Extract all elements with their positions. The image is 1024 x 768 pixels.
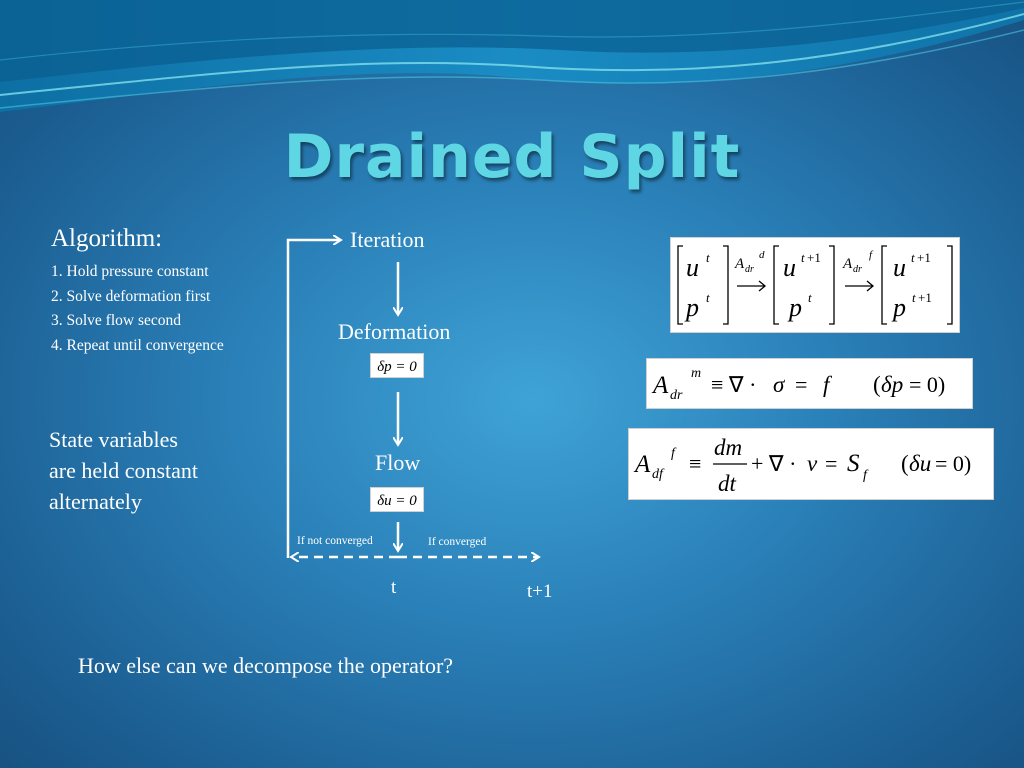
svg-text:dr: dr [670,388,683,403]
svg-text:t: t [706,290,710,305]
svg-text:p: p [684,293,699,322]
svg-text:t: t [801,250,805,265]
flow-condition-text: δu = 0 [377,493,417,509]
deformation-condition-text: δp = 0 [377,359,417,375]
svg-text:A: A [842,256,853,272]
time-t-next-label: t+1 [527,581,553,602]
svg-text:u: u [783,253,796,282]
svg-text:t: t [808,290,812,305]
not-converged-label: If not converged [297,535,373,547]
svg-text:dr: dr [745,264,754,275]
svg-text:f: f [823,372,833,397]
slide-title: Drained Split [283,122,741,192]
flow-condition-box: δu = 0 [370,487,424,512]
svg-text:df: df [652,467,665,482]
iteration-label: Iteration [350,227,425,252]
svg-text:t: t [706,250,710,265]
loop-back-line [286,240,340,558]
svg-text:+1: +1 [918,290,932,305]
svg-text:m: m [691,366,701,381]
svg-text:d: d [759,249,765,261]
svg-text:A: A [651,372,669,399]
algorithm-step: 3. Solve flow second [51,312,182,329]
state-note-line: State variables [49,427,178,452]
svg-text:≡: ≡ [689,451,701,476]
svg-text:f: f [863,468,869,483]
algorithm-heading: Algorithm: [51,225,163,252]
converged-label: If converged [428,536,487,548]
svg-text:(: ( [873,372,881,397]
svg-text:=: = [795,372,807,397]
svg-text:= 0): = 0) [909,372,945,397]
svg-text:p: p [787,293,802,322]
flow-operator-equation: A df f ≡ dm dt + ∇ · v = S f ( δu = 0) [628,428,994,500]
state-note-line: are held constant [49,458,199,483]
svg-text:+ ∇ ·: + ∇ · [751,451,796,476]
svg-text:σ: σ [773,372,786,397]
svg-text:+1: +1 [917,250,931,265]
svg-text:u: u [686,253,699,282]
flow-label: Flow [375,450,421,475]
deformation-condition-box: δp = 0 [370,353,424,378]
algorithm-step: 4. Repeat until convergence [51,336,224,354]
time-t-label: t [391,577,397,598]
state-variables-note: State variables are held constant altern… [49,424,198,517]
svg-text:+1: +1 [807,250,821,265]
svg-text:dt: dt [718,471,737,496]
svg-text:t: t [912,290,916,305]
deformation-label: Deformation [338,319,451,344]
svg-text:p: p [891,293,906,322]
svg-text:dr: dr [853,264,862,275]
svg-text:u: u [893,253,906,282]
algorithm-step: 2. Solve deformation first [51,287,211,305]
svg-text:δp: δp [881,372,903,397]
svg-text:v: v [807,451,818,476]
svg-text:A: A [734,256,745,272]
svg-text:f: f [671,446,677,461]
algorithm-steps-list: 1. Hold pressure constant 2. Solve defor… [51,260,224,358]
svg-text:(: ( [901,451,909,476]
mechanics-operator-equation: A dr m ≡ ∇ · σ = f ( δp = 0) [646,358,973,409]
svg-text:f: f [869,249,874,261]
svg-text:dm: dm [714,435,742,460]
svg-text:= 0): = 0) [935,451,971,476]
state-note-line: alternately [49,489,142,514]
header-wave-decoration [0,0,1024,112]
svg-text:A: A [633,451,651,478]
svg-text:S: S [847,450,860,477]
algorithm-step: 1. Hold pressure constant [51,263,209,280]
svg-text:t: t [911,250,915,265]
svg-text:δu: δu [909,451,931,476]
closing-question: How else can we decompose the operator? [78,653,454,678]
svg-text:≡ ∇ ·: ≡ ∇ · [711,372,756,397]
svg-text:=: = [825,451,837,476]
